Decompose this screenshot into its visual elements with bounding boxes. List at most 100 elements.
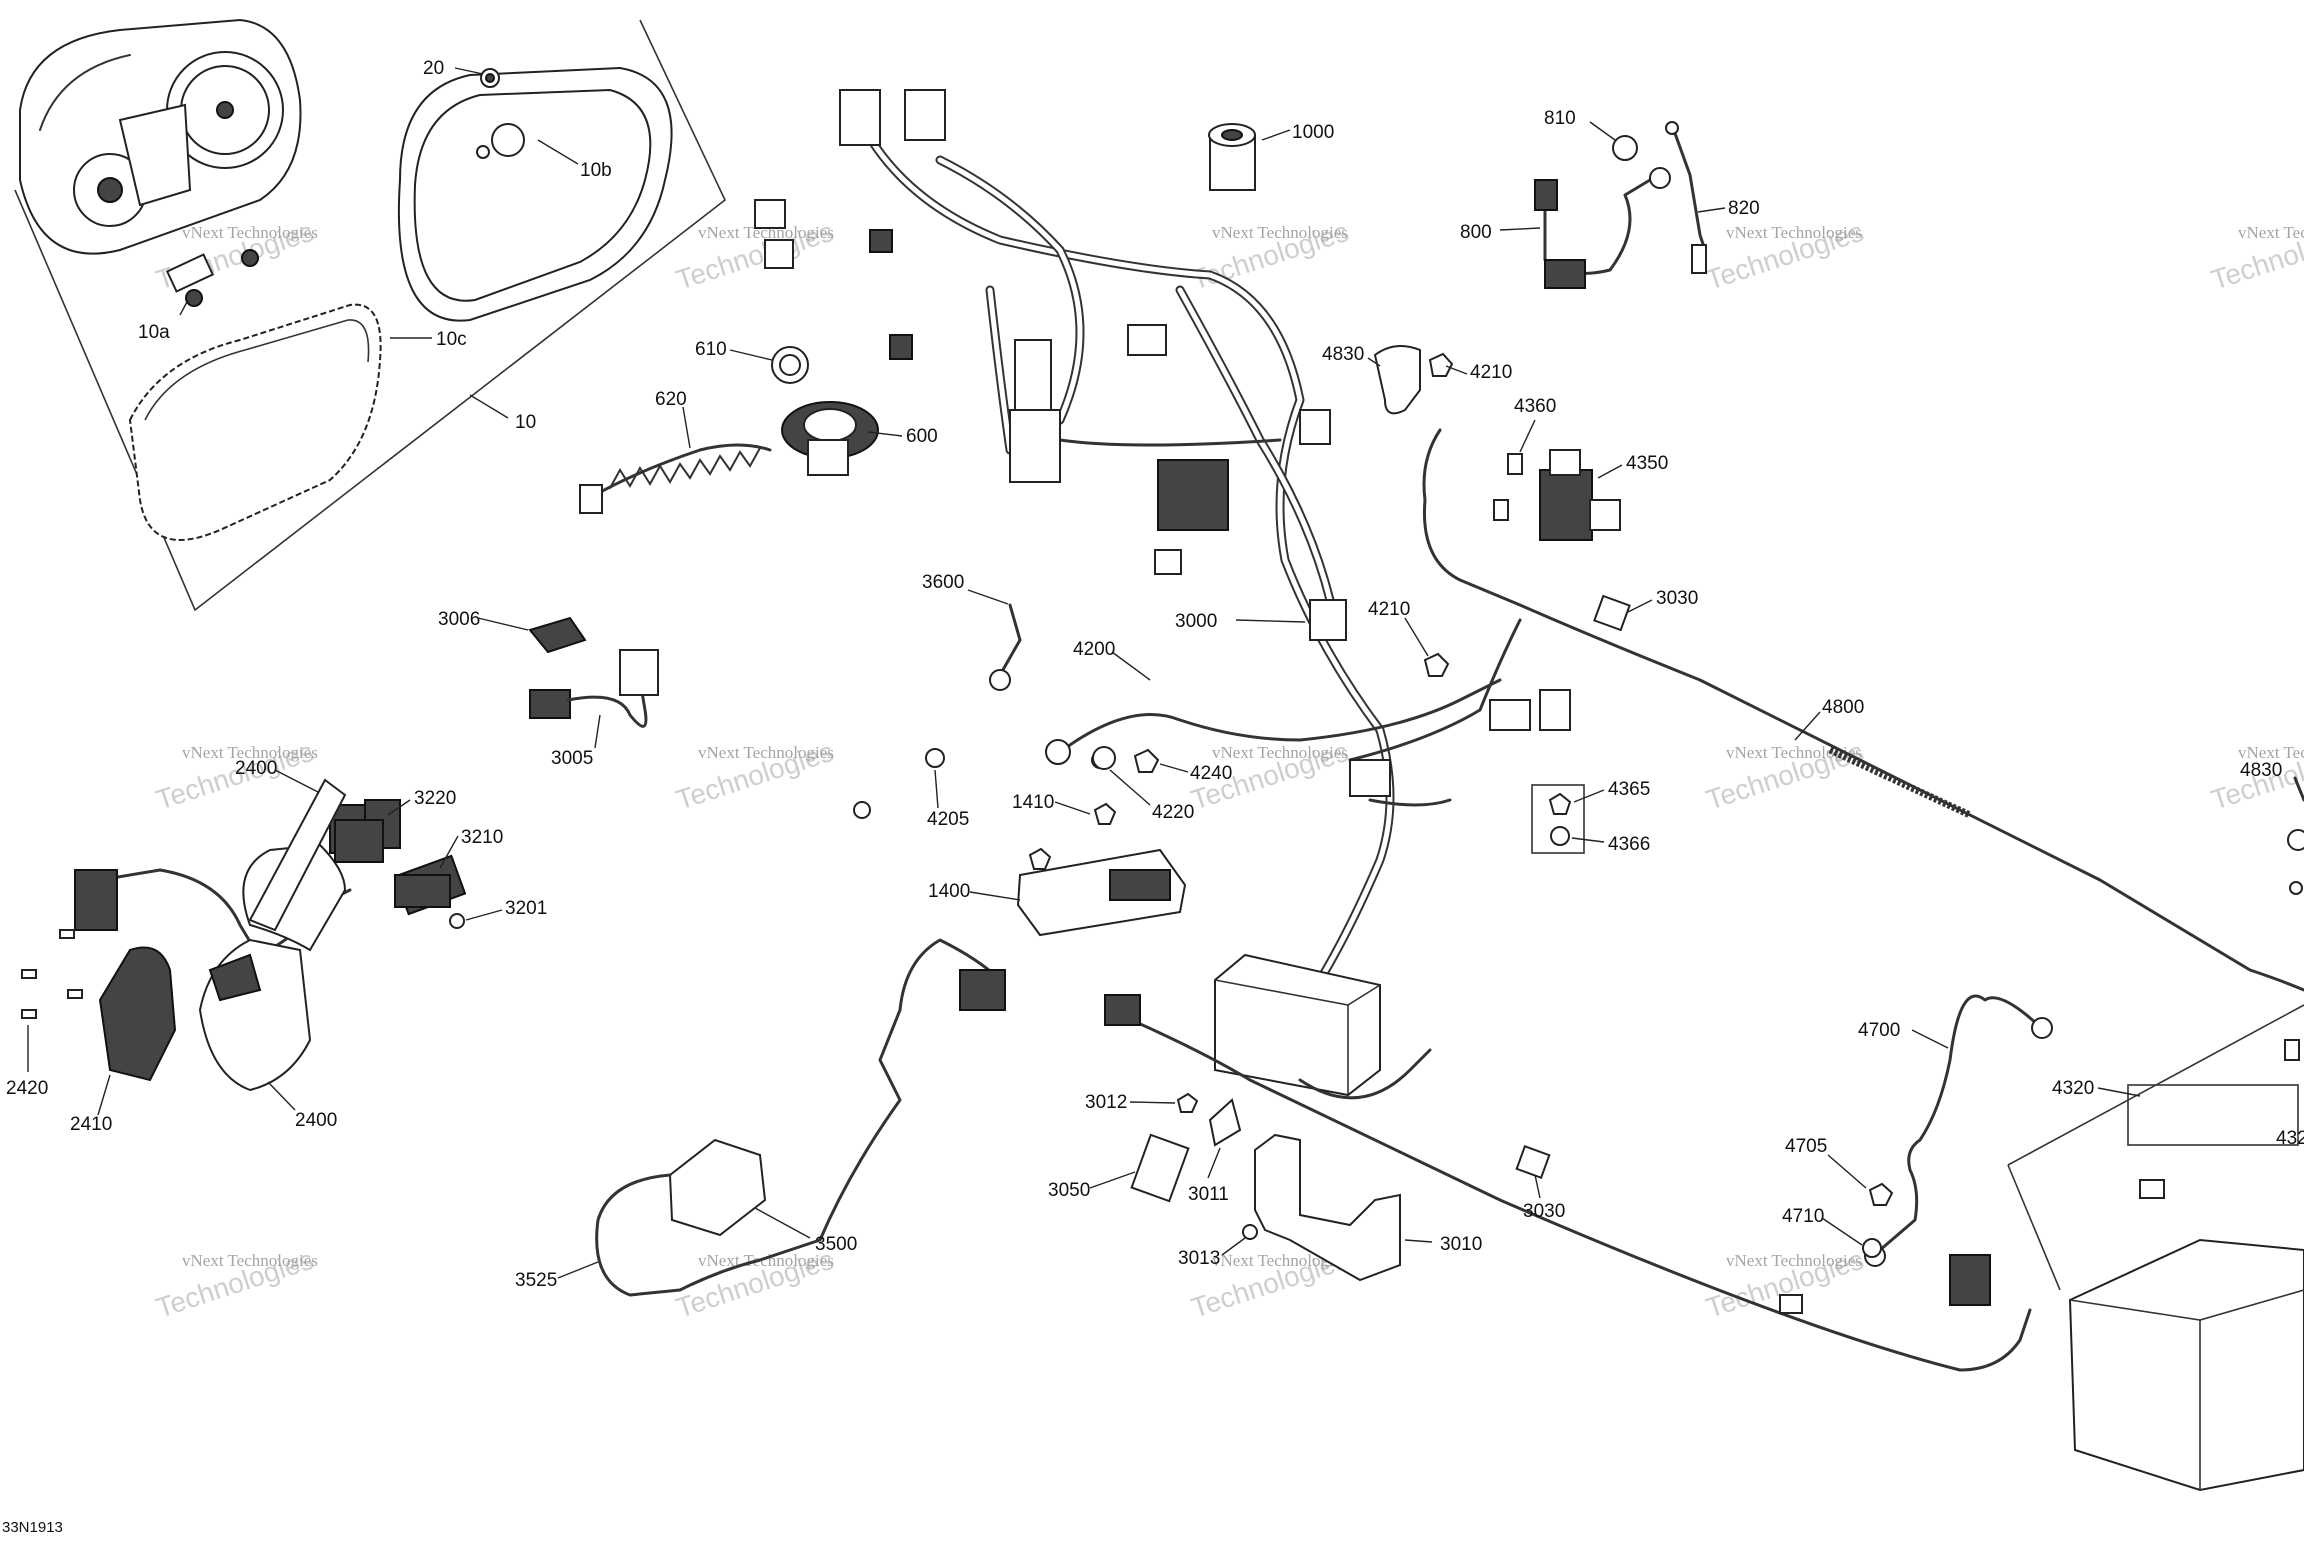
callout: 4220 <box>1152 802 1194 823</box>
nut-4210 <box>1428 352 1468 377</box>
callout: 4360 <box>1514 396 1556 417</box>
callout: 3005 <box>551 748 593 769</box>
washer-4710 <box>1821 1217 1882 1258</box>
nut-4705 <box>1827 1154 1894 1206</box>
solenoid-4350 <box>1539 449 1623 541</box>
svg-text:vNext Technologies: vNext Technologies <box>2238 223 2304 242</box>
nut-4205 <box>853 748 945 819</box>
watermark: Technologies vNext Technologies <box>672 736 837 816</box>
cap-3030-b <box>1515 1144 1551 1199</box>
callout-labels: 20 10b 10a 10c 10 1000 810 820 800 610 6… <box>6 58 2304 1291</box>
svg-text:vNext Technologies: vNext Technologies <box>182 743 318 762</box>
housing-2410 <box>97 946 177 1116</box>
callout: 4350 <box>1626 453 1668 474</box>
cable-3600 <box>967 589 1022 691</box>
screws-2420 <box>21 929 83 1072</box>
callout: 2410 <box>70 1114 112 1135</box>
watermark: Technologies vNext Technologies <box>1187 216 1352 296</box>
svg-text:vNext Technologies: vNext Technologies <box>1726 1251 1862 1270</box>
callout: 2420 <box>6 1078 48 1099</box>
callout: 3201 <box>505 898 547 919</box>
callout: 2400 <box>235 758 277 779</box>
callout: 10a <box>138 322 170 343</box>
bezel-10b <box>397 66 673 322</box>
main-harness-3000 <box>754 89 1571 985</box>
callout: 2400 <box>295 1110 337 1131</box>
callout: 4205 <box>927 809 969 830</box>
svg-text:vNext Technologies: vNext Technologies <box>698 223 834 242</box>
connector <box>904 89 946 141</box>
document-code: 33N1913 <box>2 1519 63 1536</box>
screw-20 <box>480 68 500 88</box>
ecu-1400 <box>969 848 1187 937</box>
ignition-1000 <box>1208 123 1291 191</box>
boot-4830 <box>1367 345 1421 415</box>
watermark: Technologies vNext Technologies <box>1702 216 1867 296</box>
watermark: Technologies vNext Technologies <box>152 1244 318 1324</box>
svg-text:vNext Technologies: vNext Technologies <box>2238 743 2304 762</box>
callout: 10b <box>580 160 612 181</box>
connector-3220 <box>334 799 411 863</box>
callout: 600 <box>906 426 938 447</box>
callout: 4705 <box>1785 1136 1827 1157</box>
callout: 1410 <box>1012 792 1054 813</box>
callout: 4830 <box>1322 344 1364 365</box>
harness-3525-b <box>1104 994 2032 1372</box>
gauge-cluster <box>19 18 302 255</box>
callout: 3000 <box>1175 611 1217 632</box>
callout: 3006 <box>438 609 480 630</box>
callout: 3500 <box>815 1234 857 1255</box>
clip-3011 <box>1207 1098 1242 1179</box>
group-frame <box>14 19 726 612</box>
watermark: Technologies vNext Technologies <box>1702 736 1867 816</box>
bolt-3013 <box>1221 1224 1258 1256</box>
callout: 3220 <box>414 788 456 809</box>
switch-600 <box>781 401 903 476</box>
watermark: Technologies vNext Technologies <box>672 1244 837 1324</box>
harness-3525 <box>557 938 1006 1297</box>
callout: 3012 <box>1085 1092 1127 1113</box>
callout: 10c <box>436 329 467 350</box>
callout: 3030 <box>1523 1201 1565 1222</box>
connector-3210 <box>394 835 459 908</box>
coil-cord-620 <box>579 406 772 514</box>
callout: 10 <box>515 412 536 433</box>
tube-2400 <box>248 769 347 932</box>
sensor-820 <box>1665 121 1726 274</box>
callout: 4700 <box>1858 1020 1900 1041</box>
callout: 800 <box>1460 222 1492 243</box>
svg-text:vNext Technologies: vNext Technologies <box>182 1251 318 1270</box>
svg-text:vNext Technologies: vNext Technologies <box>698 743 834 762</box>
callout: 1400 <box>928 881 970 902</box>
fuse-box <box>1214 953 1432 1100</box>
svg-text:vNext Technologies: vNext Technologies <box>1212 743 1348 762</box>
module-3500 <box>668 1138 811 1239</box>
callout: 432 <box>2276 1128 2304 1149</box>
callout: 4210 <box>1368 599 1410 620</box>
bolts-4360 <box>1493 419 1536 521</box>
svg-text:vNext Technologies: vNext Technologies <box>182 223 318 242</box>
callout: 20 <box>423 58 444 79</box>
callout: 3600 <box>922 572 964 593</box>
callout: 1000 <box>1292 122 1334 143</box>
cap-3030-a <box>1593 594 1653 632</box>
sensor-800 <box>1499 178 1652 289</box>
callout: 820 <box>1728 198 1760 219</box>
callout: 620 <box>655 389 687 410</box>
instrument-cluster-group <box>14 18 726 612</box>
callout: 4240 <box>1190 763 1232 784</box>
callout: 4830 <box>2240 760 2282 781</box>
callout: 3011 <box>1188 1184 1229 1205</box>
callout: 610 <box>695 339 727 360</box>
callout: 3030 <box>1656 588 1698 609</box>
boot-4830-b <box>2287 776 2304 895</box>
part-610 <box>729 346 809 384</box>
washer-4220 <box>1092 746 1151 806</box>
callout: 3050 <box>1048 1180 1090 1201</box>
svg-text:vNext Technologies: vNext Technologies <box>1212 1251 1348 1270</box>
nut-4240 <box>1133 748 1189 773</box>
svg-text:vNext Technologies: vNext Technologies <box>1212 223 1348 242</box>
callout: 3210 <box>461 827 503 848</box>
callout: 4200 <box>1073 639 1115 660</box>
